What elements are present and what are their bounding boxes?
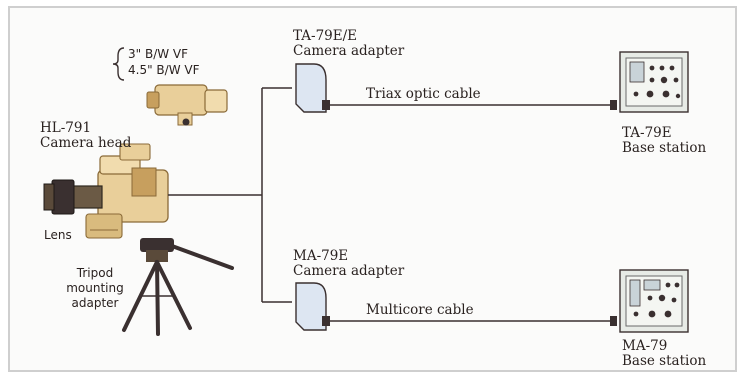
base-station-top-panel [619,51,689,113]
base-top-name: Base station [622,140,707,156]
adapter-top-shape [295,63,330,113]
base-bottom-model: MA-79 [622,338,668,354]
camera-head-drawing [43,143,169,239]
camera-to-adapter-wiring [168,87,292,303]
tripod-drawing [122,238,234,336]
adapter-bottom-name: Camera adapter [293,263,405,279]
multicore-cable-line [330,316,617,326]
camera-head-name: Camera head [40,135,132,151]
viewfinder-label-3in: 3" B/W VF [128,47,189,61]
triax-cable-label: Triax optic cable [366,86,481,102]
adapter-bottom-shape [295,282,330,331]
lens-label: Lens [44,228,72,242]
multicore-cable-label: Multicore cable [366,302,474,318]
adapter-bottom-model: MA-79E [293,248,349,264]
viewfinder-brace [112,47,125,81]
triax-cable-line [330,100,617,110]
base-bottom-name: Base station [622,353,707,369]
viewfinder-unit [146,84,228,126]
adapter-top-name: Camera adapter [293,43,405,59]
camera-head-model: HL-791 [40,120,92,136]
tripod-label-line1: Tripod [76,266,114,280]
base-top-model: TA-79E [622,125,672,141]
base-station-bottom-panel [619,269,689,333]
adapter-top-model: TA-79E/E [293,28,358,44]
tripod-label-line3: adapter [71,296,119,310]
viewfinder-label-4-5in: 4.5" B/W VF [128,63,200,77]
tripod-label-line2: mounting [66,281,124,295]
